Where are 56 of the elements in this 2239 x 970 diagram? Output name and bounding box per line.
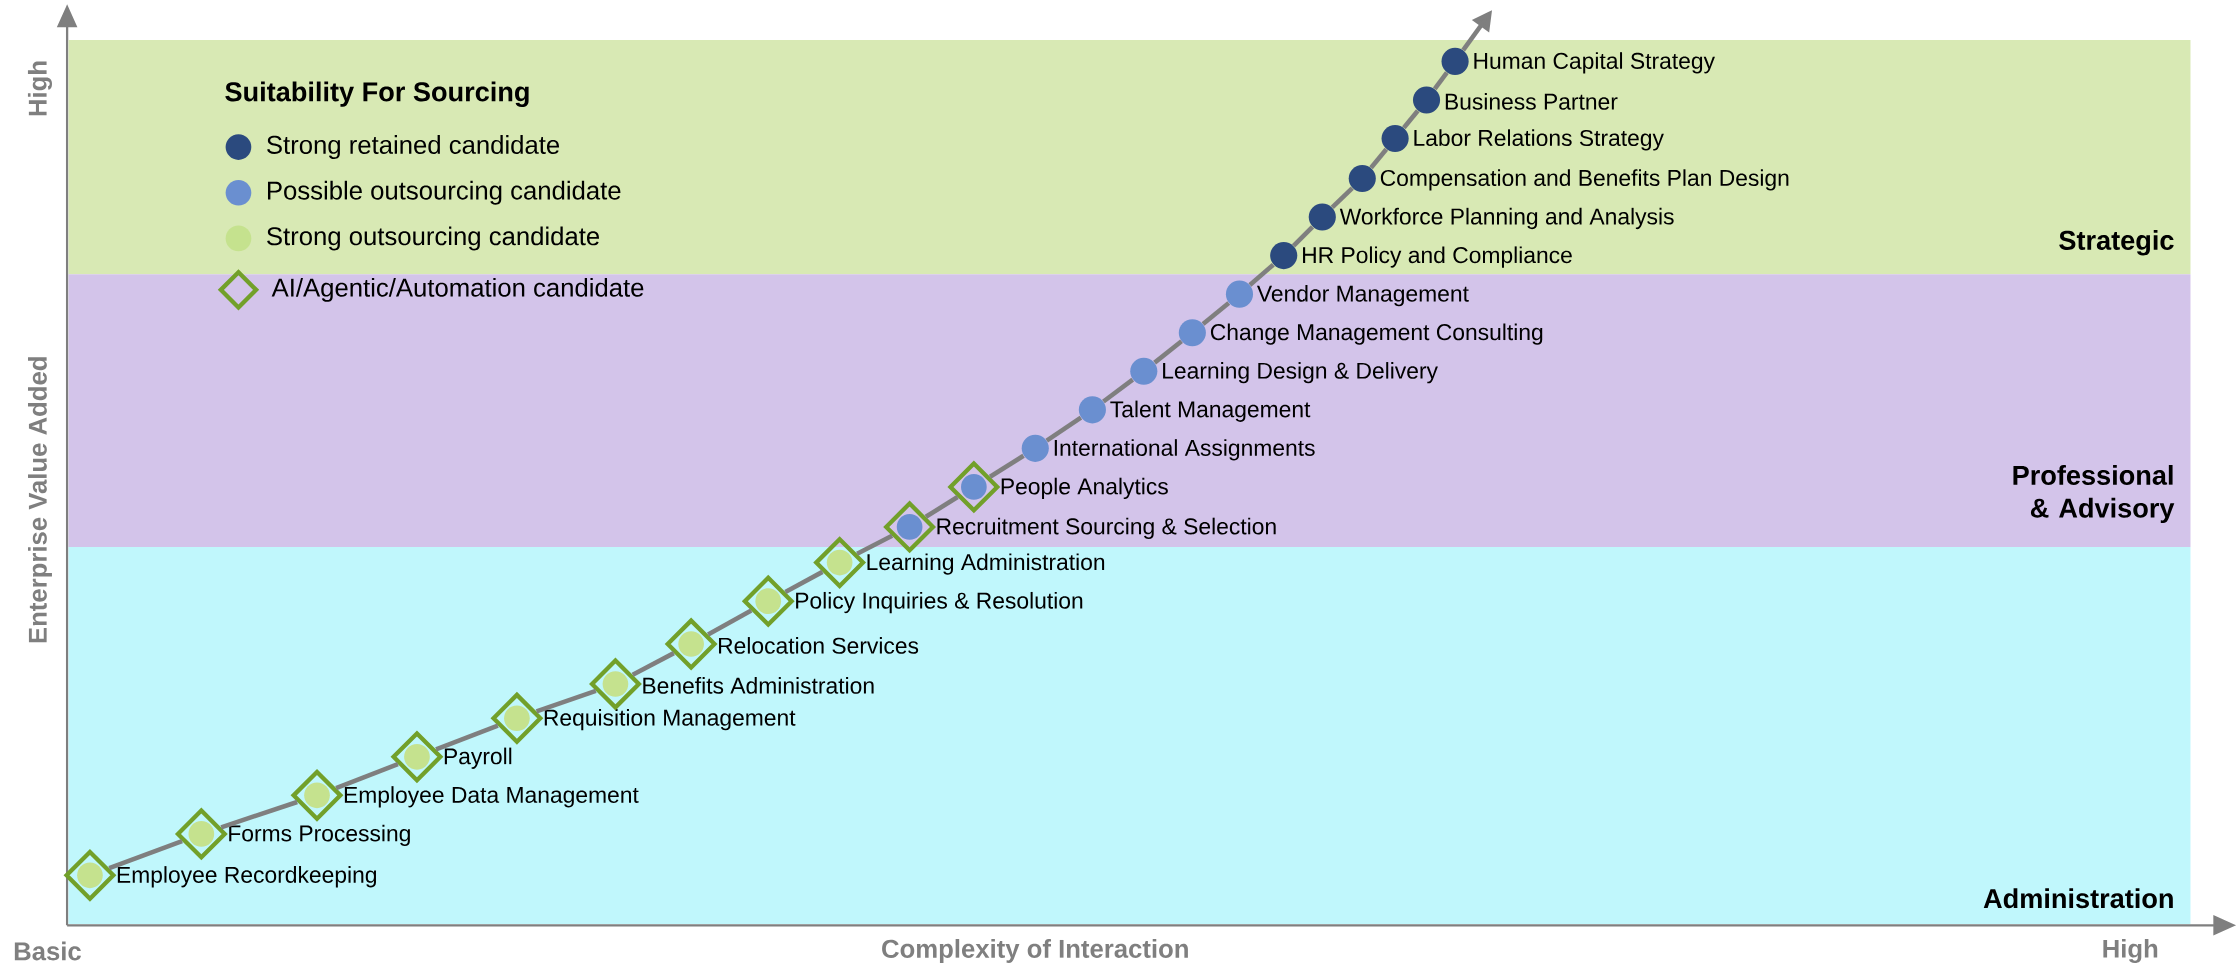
point-label: Payroll xyxy=(444,747,512,770)
curve-line xyxy=(988,454,1025,479)
point-label: Forms Processing xyxy=(229,824,410,847)
point-label: People Analytics xyxy=(1001,477,1168,500)
curve-line xyxy=(335,762,399,791)
curve-line xyxy=(1402,109,1420,130)
axis-label: Basic xyxy=(14,941,81,961)
curve-line xyxy=(220,800,298,830)
point-label: Employee Recordkeeping xyxy=(117,866,377,888)
band-label: Strategic xyxy=(2059,230,2174,256)
curve-line xyxy=(784,570,824,595)
point-label: Compensation and Benefits Plan Design xyxy=(1380,169,1789,191)
point-label: Change Management Consulting xyxy=(1210,323,1543,345)
band-label: Administration xyxy=(1983,888,2173,909)
curve-line xyxy=(631,651,675,678)
legend-title: Suitability For Sourcing xyxy=(225,81,529,108)
point-label: Business Partner xyxy=(1445,93,1618,110)
curve-line xyxy=(1102,377,1135,404)
curve-line xyxy=(856,534,894,556)
curve-line xyxy=(1201,301,1231,326)
axis-label: High xyxy=(2103,939,2158,964)
point-label: Benefits Administration xyxy=(643,677,874,694)
legend-label: Possible outsourcing candidate xyxy=(268,181,621,205)
curve-line xyxy=(1330,186,1354,210)
curve-line xyxy=(435,723,499,752)
point-label: Vendor Management xyxy=(1256,285,1469,307)
curve-line xyxy=(707,608,753,637)
point-label: Labor Relations Strategy xyxy=(1414,129,1664,151)
point-label: Workforce Planning and Analysis xyxy=(1339,208,1674,230)
curve-line xyxy=(1369,148,1389,170)
band-label: Professional & Advisory xyxy=(2013,465,2175,524)
axis-label: Enterprise Value Added xyxy=(28,357,52,643)
point-label: Learning Administration xyxy=(867,553,1105,575)
axis-label: Complexity of Interaction xyxy=(882,939,1188,964)
point-label: Human Capital Strategy xyxy=(1474,52,1715,74)
legend-label: Strong outsourcing candidate xyxy=(267,226,600,251)
point-label: Learning Design & Delivery xyxy=(1163,362,1438,384)
point-label: Relocation Services xyxy=(719,637,919,655)
point-label: Employee Data Management xyxy=(344,786,639,808)
curve-line xyxy=(108,839,183,871)
point-label: Policy Inquiries & Resolution xyxy=(796,592,1083,614)
point-label: HR Policy and Compliance xyxy=(1303,246,1572,268)
point-label: International Assignments xyxy=(1054,439,1315,461)
legend-label: AI/Agentic/Automation candidate xyxy=(271,278,644,303)
axis-label: High xyxy=(27,61,52,116)
point-label: Recruitment Sourcing & Selection xyxy=(937,517,1276,540)
curve-line xyxy=(1045,415,1083,443)
curve-line xyxy=(1153,339,1183,365)
curve-line xyxy=(1291,225,1315,248)
legend-label: Strong retained candidate xyxy=(267,135,560,160)
curve-line xyxy=(1432,71,1449,91)
curve-line xyxy=(535,688,597,714)
curve-line xyxy=(924,495,959,519)
point-label: Talent Management xyxy=(1110,400,1311,423)
point-label: Requisition Management xyxy=(544,709,796,731)
curve-line xyxy=(1248,263,1275,287)
